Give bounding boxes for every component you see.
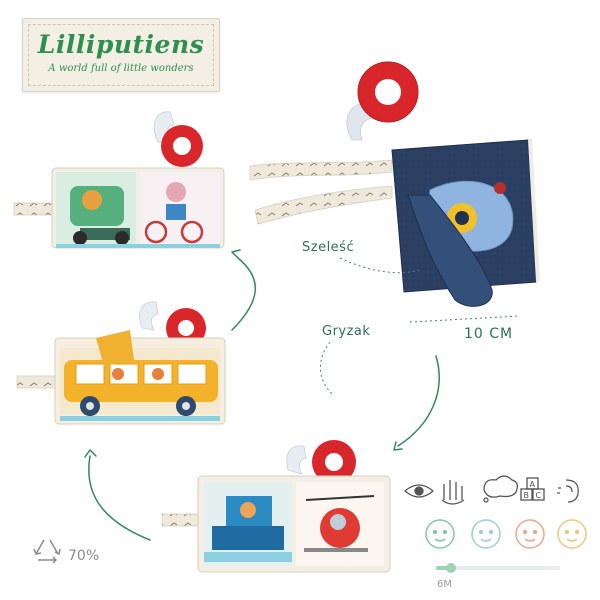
teether-ring (161, 125, 203, 167)
brand-tagline: A world full of little wonders (48, 63, 194, 74)
age-range-track (436, 563, 560, 573)
ear-icon (557, 479, 579, 503)
arrow-up (231, 257, 256, 331)
baby-face-icon (471, 519, 501, 549)
arrowhead-icon (84, 449, 97, 458)
size-dimension-line (409, 315, 521, 323)
arrow-down (397, 355, 440, 447)
ribbon-tag (254, 185, 393, 225)
car-book (13, 111, 225, 249)
dog-book (249, 61, 540, 307)
age-range-fill (436, 566, 451, 570)
sense-icons: A B C (404, 475, 579, 505)
teether-label: Gryzak (322, 324, 371, 339)
satin-loop (286, 445, 307, 475)
baby-face-icon (425, 519, 455, 549)
age-range-marker (446, 563, 456, 573)
arrowhead-icon (393, 441, 403, 451)
abc-blocks-icon: A B C (520, 477, 545, 501)
ribbon-tag (16, 375, 58, 389)
satin-loop (139, 301, 159, 331)
age-faces (425, 519, 587, 549)
svg-text:C: C (536, 491, 542, 500)
eye-icon (404, 484, 434, 498)
age-label: 6M (437, 579, 452, 590)
size-label: 10 CM (464, 326, 514, 342)
brand-stitching (28, 24, 214, 86)
bus-book (16, 301, 226, 425)
flow-arrows (84, 249, 440, 541)
brand-logo-text: Lilliputiens (37, 30, 205, 59)
ribbon-tag (249, 159, 393, 181)
svg-text:B: B (524, 491, 530, 500)
baby-face-icon (557, 519, 587, 549)
crinkle-leader (339, 257, 421, 274)
ribbon-tag (13, 202, 55, 216)
recycled-percent: 70% (68, 548, 100, 564)
thought-bubble-icon (483, 475, 518, 503)
svg-text:A: A (530, 480, 536, 489)
arrow-up (88, 455, 151, 541)
recycle-icon (33, 539, 61, 564)
arrowhead-icon (231, 249, 241, 259)
hand-touch-icon (441, 480, 465, 505)
leader-lines (320, 257, 521, 395)
teether-ring (357, 61, 419, 123)
baby-face-icon (515, 519, 545, 549)
teether-leader (320, 341, 333, 395)
boat-book (161, 440, 391, 573)
crinkle-label: Szeleść (302, 240, 355, 255)
brand-tag: Lilliputiens A world full of little wond… (22, 18, 220, 92)
teether-ring (312, 440, 356, 484)
